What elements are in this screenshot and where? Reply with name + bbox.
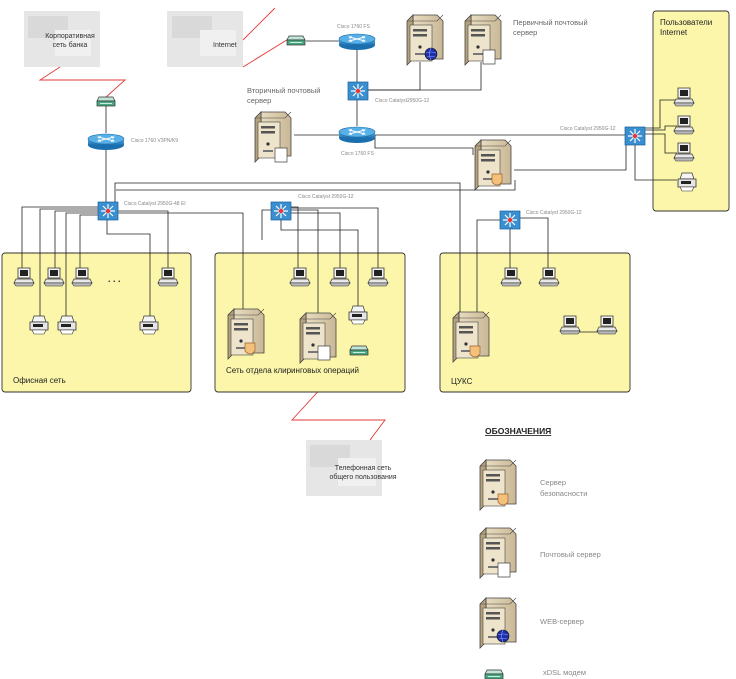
corporate-network-cloud: Корпоративная сеть банка	[24, 11, 100, 67]
phone-network-label: Телефонная сеть общего пользования	[329, 465, 397, 481]
web-server-icon	[406, 14, 444, 66]
web-server-icon	[479, 597, 517, 649]
router-left-label: Cisco 1760 V3PN/K9	[131, 138, 178, 144]
cuks-zone-label: ЦУКС	[451, 377, 473, 386]
switch-icon	[347, 81, 369, 101]
legend: ОБОЗНАЧЕНИЯ Сервер безопасности Почтовый…	[479, 426, 601, 679]
switch-mail-label: Cisco Catalyst2950G-12	[375, 98, 429, 104]
clearing-zone-label: Сеть отдела клиринговых операций	[226, 366, 360, 375]
cuks-zone: ЦУКС	[439, 252, 631, 393]
internet-label: Internet	[213, 42, 237, 49]
xdsl-modem-icon	[286, 35, 306, 46]
ellipsis-text: . . .	[108, 274, 121, 284]
office-zone-label: Офисная сеть	[13, 376, 66, 385]
internet-users-zone: Пользователи Internet	[652, 10, 730, 212]
switch-icon	[499, 210, 521, 230]
xdsl-modem-icon	[349, 345, 369, 356]
xdsl-modem-icon	[484, 669, 504, 679]
router-mid-label: Cisco 1760 FS	[341, 151, 374, 157]
router-icon	[87, 133, 125, 151]
switch-icon	[270, 201, 292, 221]
internet-cloud: Internet	[167, 11, 243, 67]
router-top-label: Cisco 1760 FS	[337, 24, 370, 30]
legend-item-security-label: Сервер безопасности	[540, 478, 588, 498]
legend-title: ОБОЗНАЧЕНИЯ	[485, 426, 551, 436]
mail-server-icon	[299, 312, 337, 364]
internet-users-label: Пользователи Internet	[660, 18, 713, 37]
mail-server-icon	[464, 14, 502, 66]
office-zone: Офисная сеть	[1, 252, 192, 393]
legend-item-modem-label: xDSL модем	[543, 668, 586, 677]
switch-cuks-label: Cisco Catalyst 2950G-12	[526, 210, 582, 216]
switch-right-label: Cisco Catalyst 2950G-12	[560, 126, 616, 132]
mail-server-icon	[479, 527, 517, 579]
switch-icon	[97, 201, 119, 221]
security-server-icon	[474, 139, 512, 191]
legend-item-mail-label: Почтовый сервер	[540, 550, 601, 559]
xdsl-modem-icon	[96, 96, 116, 107]
security-server-icon	[479, 459, 517, 511]
switch-office-label: Cisco Catalyst 2950G-48 EI	[124, 201, 186, 207]
corporate-network-label: Корпоративная сеть банка	[45, 33, 95, 49]
lan-links	[21, 40, 677, 333]
mail-server-icon	[254, 111, 292, 163]
primary-mail-server-label: Первичный почтовый сервер	[513, 18, 588, 37]
legend-item-web-label: WEB-сервер	[540, 617, 584, 626]
security-server-icon	[452, 311, 490, 363]
router-icon	[338, 33, 376, 51]
switch-clearing-label: Cisco Catalyst 2950G-12	[298, 194, 354, 200]
switch-icon	[624, 126, 646, 146]
secondary-mail-server-label: Вторичный почтовый сервер	[247, 86, 321, 105]
router-icon	[338, 126, 376, 144]
phone-network-cloud: Телефонная сеть общего пользования	[306, 440, 397, 496]
security-server-icon	[227, 308, 265, 360]
